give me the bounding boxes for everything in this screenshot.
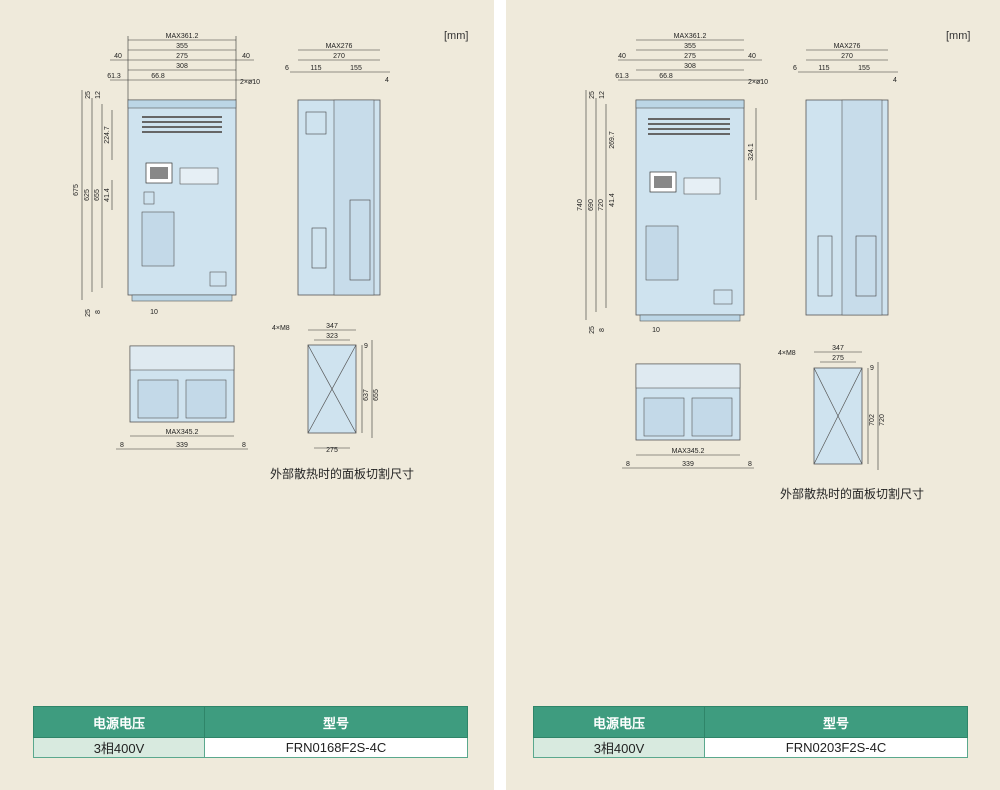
dim-cut-top: 9 <box>870 365 874 372</box>
dim-bottom-edge-l: 8 <box>120 442 124 449</box>
dim-top-2: 12 <box>95 91 102 99</box>
side-view: MAX276 270 115 155 6 4 <box>285 43 390 296</box>
dim-max-width: MAX361.2 <box>166 33 199 40</box>
dim-depth-4: 6 <box>793 65 797 72</box>
unit-label: [mm] <box>946 30 971 42</box>
bottom-view: MAX345.2 339 8 8 <box>622 363 754 469</box>
dim-cut-w2: 275 <box>832 355 844 362</box>
dim-cut-h1: 637 <box>363 389 370 401</box>
dim-width-2: 275 <box>176 53 188 60</box>
dim-bottom-width: 339 <box>682 461 694 468</box>
table-header-model: 型号 <box>704 706 968 738</box>
dim-width-1: 355 <box>684 43 696 50</box>
table-header-voltage: 电源电压 <box>533 706 705 738</box>
bottom-view: MAX345.2 339 8 8 <box>116 345 248 450</box>
dim-bottom-2: 8 <box>599 328 606 332</box>
panel-cutout: 347 323 275 4×M8 9 637 655 <box>272 323 380 454</box>
dim-height-total: 675 <box>73 184 80 196</box>
cutout-caption: 外部散热时的面板切割尺寸 <box>270 467 415 481</box>
dim-offset-1: 61.3 <box>107 73 121 80</box>
dim-cut-h2: 720 <box>879 414 886 426</box>
dim-width-3: 308 <box>176 63 188 70</box>
dim-height-3: 720 <box>598 199 605 211</box>
dim-depth-5: 4 <box>385 77 389 84</box>
dim-height-4: 269.7 <box>609 131 616 149</box>
dim-side-right: 40 <box>748 53 756 60</box>
dim-hole: 2×ø10 <box>748 79 768 86</box>
drawing-panel-left: [mm] MAX361.2 355 275 40 40 <box>0 0 494 790</box>
dim-height-5: 41.4 <box>609 193 616 207</box>
dim-max-width: MAX361.2 <box>674 33 707 40</box>
table-cell-voltage: 3相400V <box>533 737 705 758</box>
dim-hole: 2×ø10 <box>240 79 260 86</box>
unit-label: [mm] <box>444 30 469 42</box>
dim-max-depth: MAX276 <box>834 43 861 50</box>
dim-height-2: 690 <box>588 199 595 211</box>
dim-cut-h2: 655 <box>373 389 380 401</box>
dim-bottom-2: 8 <box>95 310 102 314</box>
dim-offset-2: 66.8 <box>151 73 165 80</box>
dim-foot: 10 <box>652 327 660 334</box>
dim-depth-1: 270 <box>333 53 345 60</box>
cutout-caption: 外部散热时的面板切割尺寸 <box>780 487 925 501</box>
dim-bottom-width: 339 <box>176 442 188 449</box>
dim-height-2: 625 <box>84 189 91 201</box>
front-view: MAX361.2 355 275 40 40 308 61.3 66.8 2×ø… <box>577 33 768 334</box>
drawing-panel-right: [mm] MAX361.2 355 275 40 40 308 61.3 <box>506 0 1000 790</box>
table-header-voltage: 电源电压 <box>33 706 205 738</box>
dim-cut-bolt: 4×M8 <box>778 350 796 357</box>
dim-bottom-max: MAX345.2 <box>672 448 705 455</box>
dim-max-depth: MAX276 <box>326 43 353 50</box>
dim-cut-h1: 702 <box>869 414 876 426</box>
table-cell-model: FRN0168F2S-4C <box>204 737 468 758</box>
dim-side-left: 40 <box>114 53 122 60</box>
dim-cut-w1: 347 <box>326 323 338 330</box>
dim-width-2: 275 <box>684 53 696 60</box>
dim-side-right: 40 <box>242 53 250 60</box>
dim-bottom-1: 25 <box>85 309 92 317</box>
dim-depth-3: 155 <box>350 65 362 72</box>
dim-height-6: 324.1 <box>748 143 755 161</box>
dimension-drawing: MAX361.2 355 275 40 40 308 61.3 66.8 2×ø… <box>577 33 898 470</box>
dim-cut-w2: 323 <box>326 333 338 340</box>
dim-cut-bottom: 275 <box>326 447 338 454</box>
dim-bottom-edge-r: 8 <box>748 461 752 468</box>
dim-depth-4: 6 <box>285 65 289 72</box>
dim-depth-1: 270 <box>841 53 853 60</box>
dimension-drawing: MAX361.2 355 275 40 40 308 61.3 66.8 2×ø… <box>73 33 390 454</box>
dim-top-1: 25 <box>589 91 596 99</box>
dim-depth-5: 4 <box>893 77 897 84</box>
table-cell-voltage: 3相400V <box>33 737 205 758</box>
dim-width-3: 308 <box>684 63 696 70</box>
dim-cut-bolt: 4×M8 <box>272 325 290 332</box>
dim-bottom-edge-l: 8 <box>626 461 630 468</box>
panel-cutout: 347 275 4×M8 9 702 720 <box>778 345 886 470</box>
dim-height-4: 224.7 <box>104 126 111 144</box>
dim-height-3: 655 <box>94 189 101 201</box>
dim-height-5: 41.4 <box>104 188 111 202</box>
front-view: MAX361.2 355 275 40 40 308 61.3 66.8 2×ø… <box>73 33 260 317</box>
dim-height-total: 740 <box>577 199 584 211</box>
dim-top-1: 25 <box>85 91 92 99</box>
dim-depth-2: 115 <box>310 65 321 72</box>
dim-depth-3: 155 <box>858 65 870 72</box>
dim-offset-2: 66.8 <box>659 73 673 80</box>
dim-depth-2: 115 <box>818 65 829 72</box>
dim-side-left: 40 <box>618 53 626 60</box>
dim-cut-w1: 347 <box>832 345 844 352</box>
dim-width-1: 355 <box>176 43 188 50</box>
dim-foot: 10 <box>150 309 158 316</box>
dim-top-2: 12 <box>599 91 606 99</box>
dim-offset-1: 61.3 <box>615 73 629 80</box>
dim-bottom-edge-r: 8 <box>242 442 246 449</box>
spec-table: 电源电压 型号 3相400V FRN0203F2S-4C <box>533 706 968 758</box>
side-view: MAX276 270 115 155 6 4 <box>793 43 898 316</box>
dim-bottom-max: MAX345.2 <box>166 429 199 436</box>
table-header-model: 型号 <box>204 706 468 738</box>
dim-cut-top: 9 <box>364 343 368 350</box>
table-cell-model: FRN0203F2S-4C <box>704 737 968 758</box>
dim-bottom-1: 25 <box>589 326 596 334</box>
spec-table: 电源电压 型号 3相400V FRN0168F2S-4C <box>33 706 468 758</box>
